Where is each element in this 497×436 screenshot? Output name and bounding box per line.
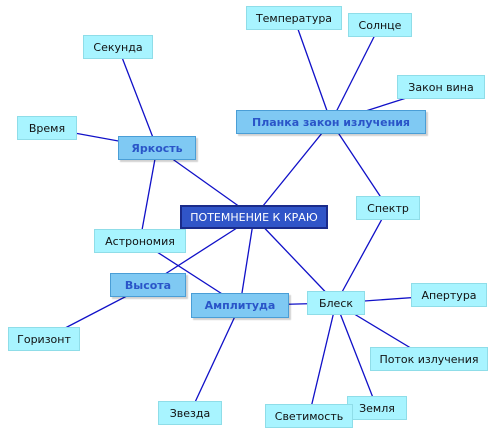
leaf-node-label: Блеск	[318, 296, 354, 310]
leaf-node-label: Апертура	[421, 288, 477, 302]
center-node-label: ПОТЕМНЕНИЕ К КРАЮ	[190, 210, 318, 224]
hub-node-amplitude[interactable]: Амплитуда	[191, 293, 289, 318]
hub-node-label: Яркость	[131, 141, 183, 155]
leaf-node-glare[interactable]: Блеск	[307, 291, 365, 315]
hub-node-brightness[interactable]: Яркость	[118, 136, 196, 160]
hub-node-label: Амплитуда	[204, 299, 276, 312]
edge-planck-temperature	[293, 17, 332, 123]
edge-glare-luminosity	[308, 302, 337, 417]
leaf-node-label: Земля	[359, 401, 395, 415]
leaf-node-label: Солнце	[358, 18, 402, 32]
leaf-node-label: Время	[28, 121, 66, 135]
leaf-node-flux[interactable]: Поток излучения	[370, 347, 488, 371]
leaf-node-label: Светимость	[274, 409, 344, 423]
edge-brightness-astronomy	[139, 147, 158, 242]
leaf-node-luminosity[interactable]: Светимость	[265, 404, 353, 428]
edge-center-amplitude	[239, 216, 255, 306]
leaf-node-temperature[interactable]: Температура	[246, 6, 342, 30]
leaf-node-astronomy[interactable]: Астрономия	[94, 229, 186, 253]
edge-glare-earth	[335, 302, 378, 409]
leaf-node-wien[interactable]: Закон вина	[397, 75, 485, 99]
leaf-node-second[interactable]: Секунда	[83, 35, 153, 59]
leaf-node-earth[interactable]: Земля	[347, 396, 407, 420]
leaf-node-sun[interactable]: Солнце	[348, 13, 412, 37]
edge-amplitude-star	[189, 305, 241, 414]
leaf-node-label: Звезда	[169, 406, 211, 420]
center-node[interactable]: ПОТЕМНЕНИЕ К КРАЮ	[180, 205, 328, 229]
leaf-node-time[interactable]: Время	[17, 116, 77, 140]
leaf-node-label: Секунда	[93, 40, 143, 54]
leaf-node-label: Поток излучения	[379, 352, 479, 366]
edge-spectrum-glare	[335, 207, 389, 304]
edge-planck-sun	[330, 24, 381, 123]
leaf-node-label: Горизонт	[17, 332, 71, 346]
hub-node-label: Высота	[124, 278, 172, 292]
leaf-node-label: Астрономия	[105, 234, 175, 248]
leaf-node-label: Температура	[255, 11, 333, 25]
leaf-node-spectrum[interactable]: Спектр	[356, 196, 420, 220]
leaf-node-label: Закон вина	[408, 80, 474, 94]
leaf-node-aperture[interactable]: Апертура	[411, 283, 487, 307]
edge-brightness-second	[117, 46, 158, 149]
leaf-node-label: Спектр	[367, 201, 409, 215]
hub-node-height[interactable]: Высота	[110, 273, 186, 297]
edge-center-planck	[253, 121, 332, 218]
hub-node-label: Планка закон излучения	[252, 115, 410, 129]
leaf-node-star[interactable]: Звезда	[158, 401, 222, 425]
leaf-node-horizon[interactable]: Горизонт	[8, 327, 80, 351]
edge-planck-spectrum	[330, 121, 389, 209]
hub-node-planck[interactable]: Планка закон излучения	[236, 110, 426, 134]
edge-center-glare	[253, 216, 337, 304]
